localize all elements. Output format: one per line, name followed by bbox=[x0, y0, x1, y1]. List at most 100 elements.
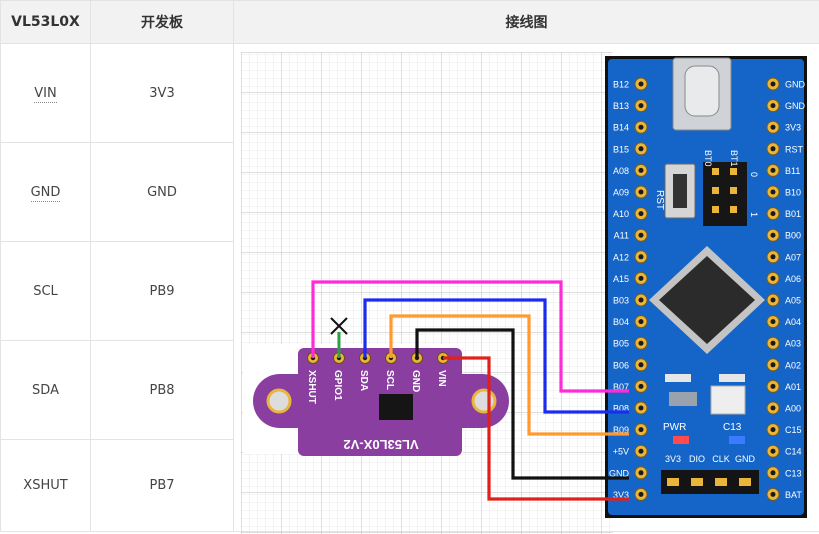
pin-hole bbox=[639, 211, 644, 216]
board-pin-label: B15 bbox=[613, 144, 629, 154]
pin-hole bbox=[771, 298, 776, 303]
board-pin-label: +5V bbox=[613, 447, 629, 457]
board-pin-label: C14 bbox=[785, 447, 802, 457]
crystal bbox=[711, 386, 745, 414]
regulator bbox=[669, 392, 697, 406]
board-pin-label: B00 bbox=[785, 231, 801, 241]
swd-pin bbox=[739, 478, 751, 486]
pin-hole bbox=[771, 82, 776, 87]
boot-pin bbox=[712, 187, 719, 194]
smd-component bbox=[719, 374, 745, 382]
sensor-pin-label: VIN bbox=[436, 370, 447, 387]
board-pin-cell: PB7 bbox=[91, 440, 234, 532]
sensor-pin-scl: SCL bbox=[33, 284, 58, 299]
boot-pin bbox=[730, 187, 737, 194]
board-pin-label: A07 bbox=[785, 252, 801, 262]
board-pin-label: GND bbox=[785, 80, 806, 90]
swd-pin bbox=[715, 478, 727, 486]
pin-hole bbox=[771, 341, 776, 346]
board-pin-label: B12 bbox=[613, 80, 629, 90]
board-pin-label: C13 bbox=[785, 468, 802, 478]
dev-board: B12B13B14B15A08A09A10A11A12A15B03B04B05B… bbox=[605, 56, 807, 518]
sensor-pin-label: GPIO1 bbox=[332, 370, 343, 401]
board-pin-label: B01 bbox=[785, 209, 801, 219]
rst-label: RST bbox=[654, 190, 665, 210]
header-sensor: VL53L0X bbox=[1, 1, 91, 44]
pin-hole bbox=[639, 276, 644, 281]
sensor-pin-label: XSHUT bbox=[306, 370, 317, 404]
board-pin-cell: GND bbox=[91, 143, 234, 242]
board-pin-label: B11 bbox=[785, 166, 800, 176]
board-pin-label: B03 bbox=[613, 296, 629, 306]
boot-pin bbox=[730, 168, 737, 175]
sensor-pin-gnd: GND bbox=[31, 185, 61, 202]
board-pin-label: B13 bbox=[613, 101, 629, 111]
board-pin-label: A11 bbox=[614, 231, 629, 241]
sensor-pin-cell: VIN bbox=[1, 44, 91, 143]
sensor-pin-label: GND bbox=[410, 370, 421, 392]
pin-hole bbox=[771, 233, 776, 238]
pin-hole bbox=[639, 190, 644, 195]
sensor-pin-sda: SDA bbox=[32, 383, 59, 398]
sensor-pin-cell: GND bbox=[1, 143, 91, 242]
pwr-label: PWR bbox=[663, 422, 686, 433]
board-pin-label: A12 bbox=[613, 252, 629, 262]
smd-component bbox=[665, 374, 691, 382]
board-pin-label: 3V3 bbox=[785, 123, 801, 133]
board-pin-label: B05 bbox=[613, 339, 629, 349]
boot-pin bbox=[730, 206, 737, 213]
c13-label: C13 bbox=[723, 422, 742, 433]
pin-hole bbox=[771, 384, 776, 389]
pin-hole bbox=[771, 168, 776, 173]
pin-hole bbox=[639, 82, 644, 87]
swd-pin bbox=[667, 478, 679, 486]
boot-header bbox=[703, 162, 747, 226]
board-pin-pb8: PB8 bbox=[149, 383, 174, 398]
board-pin-label: BAT bbox=[785, 490, 802, 500]
board-pin-label: A10 bbox=[613, 209, 629, 219]
board-pin-label: A01 bbox=[785, 382, 801, 392]
board-pin-pb7: PB7 bbox=[149, 478, 174, 493]
pin-hole bbox=[639, 146, 644, 151]
bt1-label: BT1 bbox=[729, 150, 739, 167]
pwr-led bbox=[673, 436, 689, 444]
pin-hole bbox=[639, 384, 644, 389]
sensor-pin-cell: SCL bbox=[1, 242, 91, 341]
board-pin-label: B06 bbox=[613, 360, 629, 370]
pin-hole bbox=[771, 449, 776, 454]
boot-pin bbox=[712, 168, 719, 175]
board-pin-label: B10 bbox=[785, 188, 801, 198]
header-board: 开发板 bbox=[91, 1, 234, 44]
board-pin-label: B14 bbox=[613, 123, 629, 133]
sensor-pin-cell: XSHUT bbox=[1, 440, 91, 532]
board-pin-label: A09 bbox=[613, 188, 629, 198]
board-pin-label: A05 bbox=[785, 296, 801, 306]
pin-hole bbox=[771, 470, 776, 475]
sensor-pin-vin: VIN bbox=[34, 86, 56, 103]
pin-hole bbox=[771, 406, 776, 411]
pin-hole bbox=[639, 168, 644, 173]
pin-hole bbox=[639, 341, 644, 346]
pin-hole bbox=[639, 298, 644, 303]
board-pin-label: B04 bbox=[613, 317, 629, 327]
pin-hole bbox=[771, 276, 776, 281]
board-pin-label: A15 bbox=[613, 274, 629, 284]
pin-hole bbox=[771, 492, 776, 497]
bt0-label: BT0 bbox=[703, 150, 713, 167]
pin-hole bbox=[639, 233, 644, 238]
pin-hole bbox=[639, 125, 644, 130]
pin-hole bbox=[639, 254, 644, 259]
board-pin-label: A03 bbox=[785, 339, 801, 349]
board-pin-cell: PB8 bbox=[91, 341, 234, 440]
pin-hole bbox=[771, 427, 776, 432]
mount-hole bbox=[268, 390, 290, 412]
boot-pin bbox=[712, 206, 719, 213]
usb-c-port bbox=[685, 66, 719, 116]
board-pin-3v3: 3V3 bbox=[149, 86, 174, 101]
board-pin-label: A04 bbox=[785, 317, 801, 327]
pin-hole bbox=[639, 492, 644, 497]
swd-label: DIO bbox=[689, 454, 705, 464]
pin-hole bbox=[771, 319, 776, 324]
